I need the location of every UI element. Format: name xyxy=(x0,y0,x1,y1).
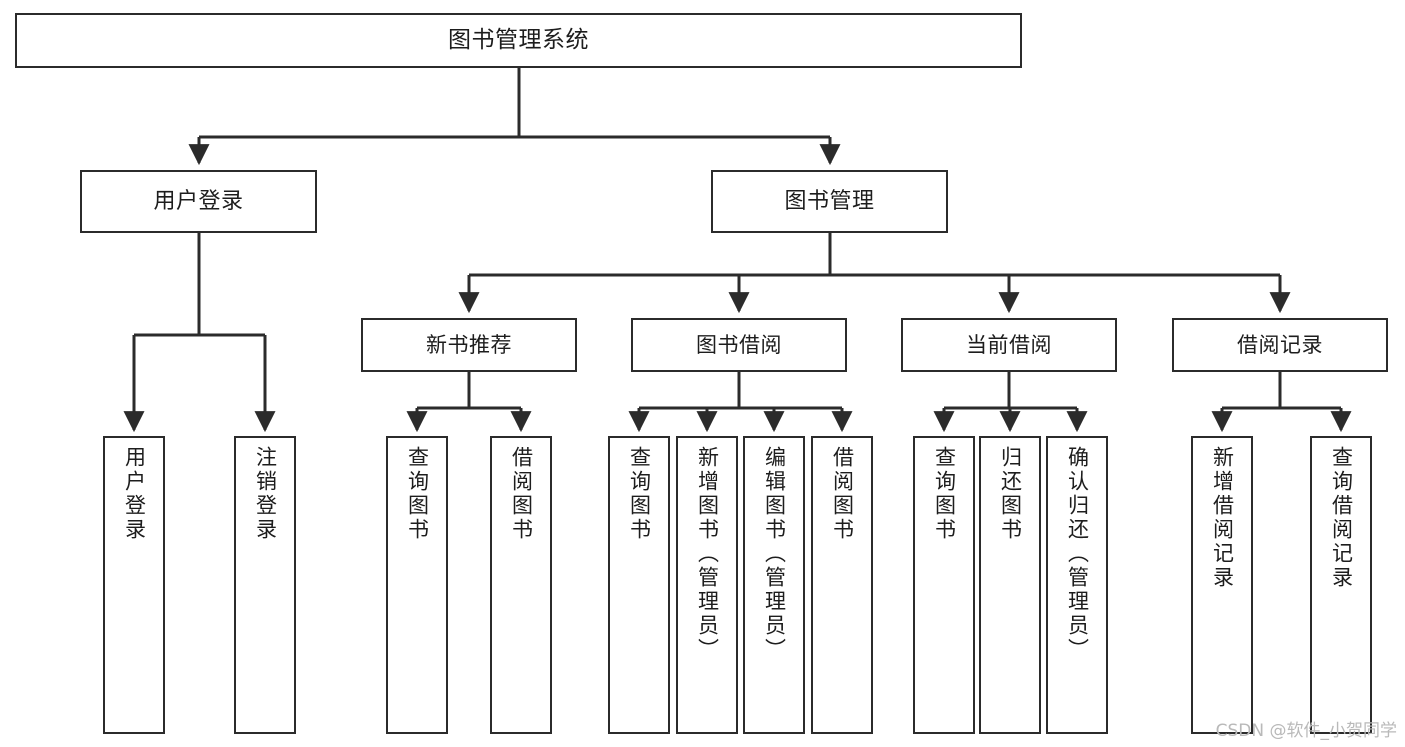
node-book-manage[interactable]: 图书管理 xyxy=(711,170,948,233)
node-leaf-return-book[interactable]: 归还图书 xyxy=(979,436,1041,734)
node-leaf-borrow-book-recommend[interactable]: 借阅图书 xyxy=(490,436,552,734)
node-book-manage-label: 图书管理 xyxy=(784,188,875,214)
node-root[interactable]: 图书管理系统 xyxy=(15,13,1022,68)
node-user-login[interactable]: 用户登录 xyxy=(80,170,317,233)
node-leaf-borrow-book[interactable]: 借阅图书 xyxy=(811,436,873,734)
node-leaf-user-login[interactable]: 用户登录 xyxy=(103,436,165,734)
node-borrow-record[interactable]: 借阅记录 xyxy=(1172,318,1388,372)
node-leaf-query-book-recommend[interactable]: 查询图书 xyxy=(386,436,448,734)
node-leaf-add-book-admin[interactable]: 新增图书（管理员） xyxy=(676,436,738,734)
node-leaf-edit-book-admin[interactable]: 编辑图书（管理员） xyxy=(743,436,805,734)
node-leaf-query-borrow-record-label: 查询借阅记录 xyxy=(1329,446,1354,590)
node-leaf-add-borrow-record[interactable]: 新增借阅记录 xyxy=(1191,436,1253,734)
node-book-borrow-label: 图书借阅 xyxy=(696,332,782,357)
node-leaf-add-book-admin-label: 新增图书（管理员） xyxy=(695,446,720,662)
node-leaf-query-book-current[interactable]: 查询图书 xyxy=(913,436,975,734)
node-leaf-user-logout-label: 注销登录 xyxy=(253,446,278,542)
node-leaf-return-book-label: 归还图书 xyxy=(998,446,1023,542)
node-leaf-query-book-recommend-label: 查询图书 xyxy=(405,446,430,542)
node-leaf-query-book-borrow[interactable]: 查询图书 xyxy=(608,436,670,734)
node-new-book-recommend-label: 新书推荐 xyxy=(426,332,512,357)
node-leaf-borrow-book-label: 借阅图书 xyxy=(830,446,855,542)
node-user-login-label: 用户登录 xyxy=(153,188,244,214)
csdn-watermark: CSDN @软件_小贺同学 xyxy=(1215,721,1397,741)
node-leaf-confirm-return-admin[interactable]: 确认归还（管理员） xyxy=(1046,436,1108,734)
node-leaf-borrow-book-recommend-label: 借阅图书 xyxy=(509,446,534,542)
node-leaf-edit-book-admin-label: 编辑图书（管理员） xyxy=(762,446,787,662)
node-current-borrow[interactable]: 当前借阅 xyxy=(901,318,1117,372)
node-leaf-add-borrow-record-label: 新增借阅记录 xyxy=(1210,446,1235,590)
node-leaf-user-login-label: 用户登录 xyxy=(122,446,147,542)
node-book-borrow[interactable]: 图书借阅 xyxy=(631,318,847,372)
node-leaf-user-logout[interactable]: 注销登录 xyxy=(234,436,296,734)
node-new-book-recommend[interactable]: 新书推荐 xyxy=(361,318,577,372)
node-leaf-query-borrow-record[interactable]: 查询借阅记录 xyxy=(1310,436,1372,734)
node-borrow-record-label: 借阅记录 xyxy=(1237,332,1323,357)
node-current-borrow-label: 当前借阅 xyxy=(966,332,1052,357)
node-root-label: 图书管理系统 xyxy=(448,26,589,53)
node-leaf-confirm-return-admin-label: 确认归还（管理员） xyxy=(1065,446,1090,662)
node-leaf-query-book-current-label: 查询图书 xyxy=(932,446,957,542)
node-leaf-query-book-borrow-label: 查询图书 xyxy=(627,446,652,542)
